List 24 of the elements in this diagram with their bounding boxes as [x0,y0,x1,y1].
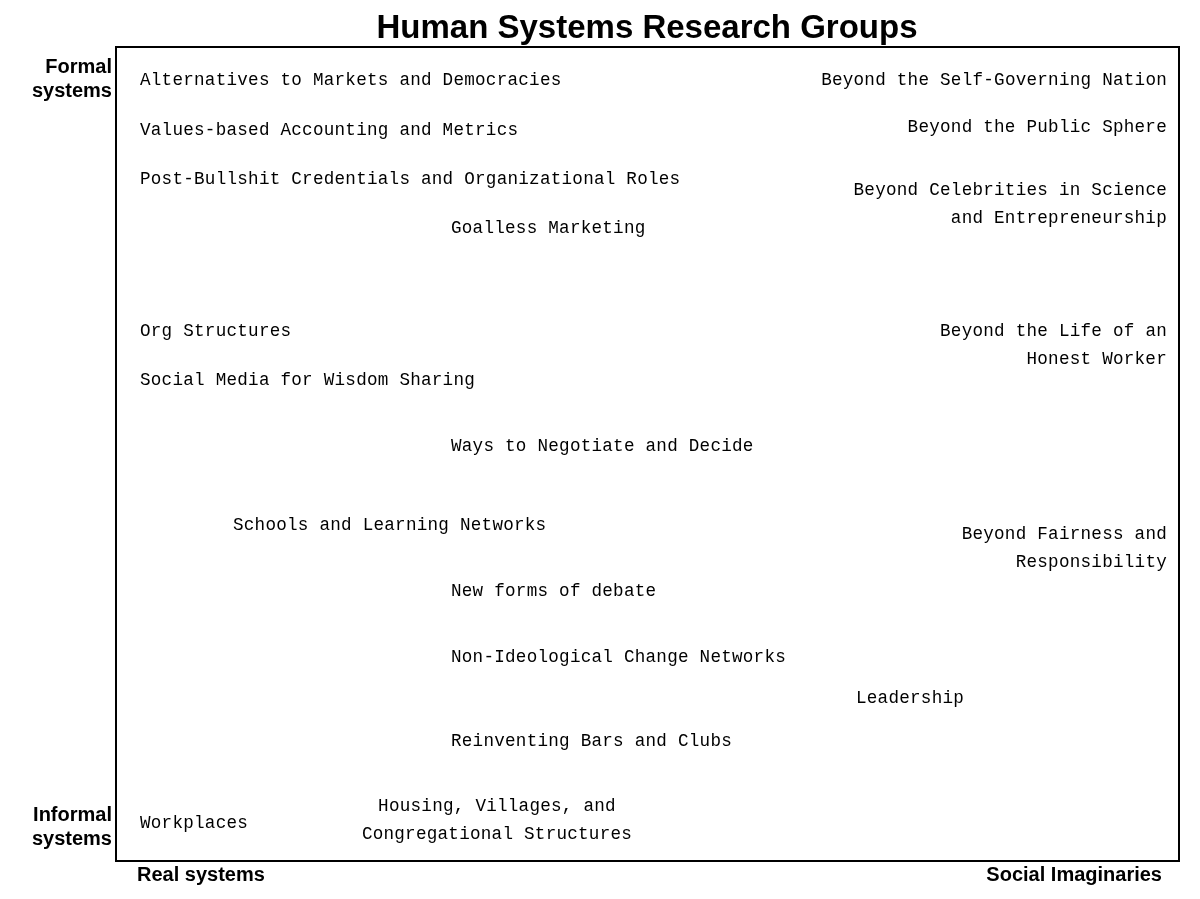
group-label: Workplaces [140,812,249,835]
group-label: Values-based Accounting and Metrics [140,119,519,142]
group-label: Social Media for Wisdom Sharing [140,369,476,392]
group-label: Beyond Celebrities in Science and Entrepreneurship [852,179,1167,230]
group-label: Non-Ideological Change Networks [451,646,787,669]
group-label: Beyond Fairness and Responsibility [960,523,1167,574]
group-label: Beyond the Life of an Honest Worker [939,320,1167,371]
group-label: Post-Bullshit Credentials and Organizational Roles [140,168,681,191]
group-label: Beyond the Self-Governing Nation [821,69,1167,92]
axis-label: Real systems [137,862,265,886]
axis-label: Informal systems [30,802,112,850]
group-label: Alternatives to Markets and Democracies [140,69,562,92]
group-label: Beyond the Public Sphere [907,116,1167,139]
group-label: Schools and Learning Networks [233,514,547,537]
group-label: Housing, Villages, and Congregational Structures [360,795,634,846]
group-label: Leadership [856,687,965,710]
axis-label: Social Imaginaries [986,862,1162,886]
group-label: Goalless Marketing [451,217,646,240]
group-label: Reinventing Bars and Clubs [451,730,732,753]
group-label: New forms of debate [451,580,657,603]
group-label: Ways to Negotiate and Decide [451,435,754,458]
axis-label: Formal systems [30,54,112,102]
group-label: Org Structures [140,320,292,343]
chart-title: Human Systems Research Groups [375,8,919,46]
